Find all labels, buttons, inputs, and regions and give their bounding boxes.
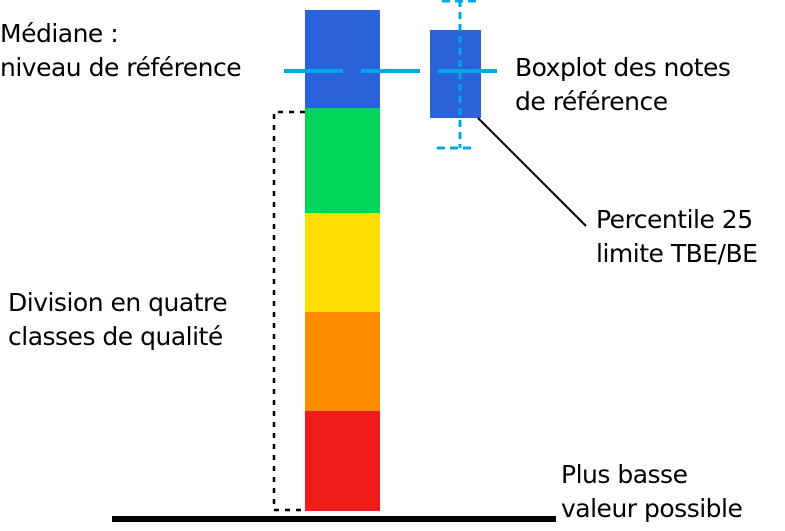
percentile-label: Percentile 25 limite TBE/BE (596, 203, 758, 271)
median-label: Médiane : niveau de référence (0, 17, 242, 85)
reference-class-blue (305, 10, 380, 108)
division-label-line1: Division en quatre (8, 288, 228, 317)
median-label-line1: Médiane : (0, 19, 119, 48)
class-green (305, 108, 380, 213)
percentile-label-line1: Percentile 25 (596, 205, 753, 234)
lowest-label-line2: valeur possible (561, 494, 743, 523)
boxplot-label: Boxplot des notes de référence (515, 51, 731, 119)
median-label-line2: niveau de référence (0, 53, 242, 82)
boxplot-label-line2: de référence (515, 87, 668, 116)
percentile-leader-line (477, 117, 587, 227)
division-bracket (272, 110, 305, 512)
division-label: Division en quatre classes de qualité (8, 286, 228, 354)
class-yellow (305, 213, 380, 312)
lowest-label: Plus basse valeur possible (561, 458, 743, 526)
percentile-label-line2: limite TBE/BE (596, 239, 758, 268)
boxplot-label-line1: Boxplot des notes (515, 53, 731, 82)
class-red (305, 411, 380, 511)
boxplot-box (430, 30, 481, 118)
division-label-line2: classes de qualité (8, 322, 223, 351)
class-orange (305, 312, 380, 411)
lowest-label-line1: Plus basse (561, 460, 688, 489)
